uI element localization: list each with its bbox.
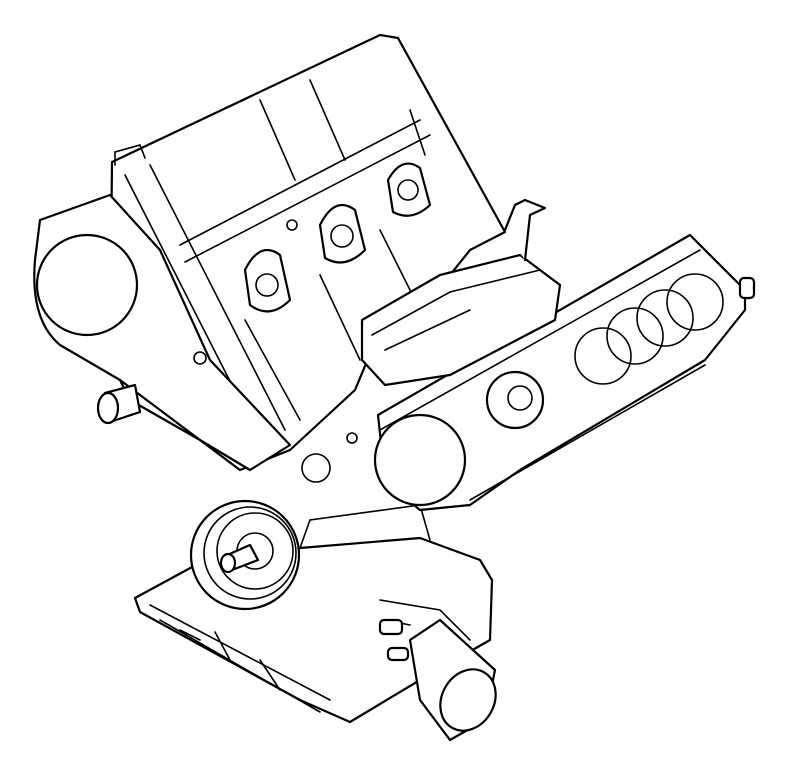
- port-gaskets: [243, 162, 432, 313]
- crank-pulley: [189, 499, 301, 611]
- oil-filter: [378, 618, 497, 742]
- idler-boss: [96, 383, 142, 425]
- right-cylinder-bank: [301, 233, 756, 512]
- valve-cover-cap: [360, 198, 562, 387]
- timing-cover: [33, 193, 292, 472]
